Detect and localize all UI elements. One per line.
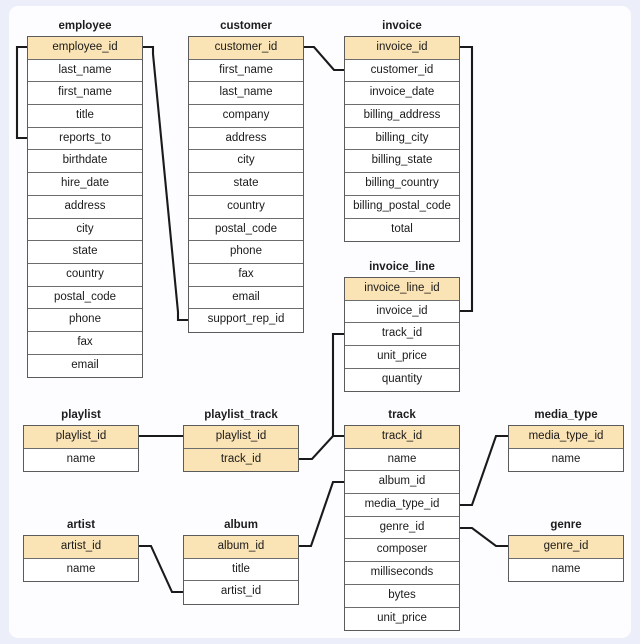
entity-title-genre: genre: [550, 519, 582, 531]
field-customer-postal_code[interactable]: postal_code: [189, 218, 303, 242]
field-employee-reports_to[interactable]: reports_to: [28, 127, 142, 151]
field-invoice-total[interactable]: total: [345, 218, 459, 242]
primary-key-field-media_type-media_type_id[interactable]: media_type_id: [509, 426, 623, 449]
field-employee-country[interactable]: country: [28, 263, 142, 287]
field-employee-last_name[interactable]: last_name: [28, 59, 142, 83]
entity-title-album: album: [224, 519, 258, 531]
field-customer-first_name[interactable]: first_name: [189, 59, 303, 83]
field-customer-company[interactable]: company: [189, 105, 303, 128]
field-customer-phone[interactable]: phone: [189, 241, 303, 264]
field-track-unit_price[interactable]: unit_price: [345, 607, 459, 631]
field-employee-title[interactable]: title: [28, 105, 142, 128]
primary-key-field-album-album_id[interactable]: album_id: [184, 536, 298, 559]
field-invoice_line-invoice_id[interactable]: invoice_id: [345, 300, 459, 324]
field-employee-fax[interactable]: fax: [28, 331, 142, 355]
entity-title-playlist: playlist: [61, 409, 101, 421]
entity-title-artist: artist: [66, 519, 96, 531]
field-track-media_type_id[interactable]: media_type_id: [345, 494, 459, 517]
field-track-milliseconds[interactable]: milliseconds: [345, 562, 459, 585]
field-employee-address[interactable]: address: [28, 195, 142, 219]
field-invoice-billing_state[interactable]: billing_state: [345, 150, 459, 174]
field-invoice_line-quantity[interactable]: quantity: [345, 368, 459, 392]
primary-key-field-invoice-invoice_id[interactable]: invoice_id: [345, 37, 459, 60]
field-employee-state[interactable]: state: [28, 241, 142, 264]
field-customer-email[interactable]: email: [189, 286, 303, 310]
field-employee-hire_date[interactable]: hire_date: [28, 173, 142, 196]
field-employee-email[interactable]: email: [28, 354, 142, 378]
field-employee-phone[interactable]: phone: [28, 309, 142, 332]
entity-title-invoice: invoice: [382, 20, 422, 32]
field-invoice-customer_id[interactable]: customer_id: [345, 59, 459, 83]
primary-key-field-playlist_track-playlist_id[interactable]: playlist_id: [184, 426, 298, 449]
field-customer-last_name[interactable]: last_name: [189, 82, 303, 106]
field-album-title[interactable]: title: [184, 558, 298, 582]
field-track-album_id[interactable]: album_id: [345, 471, 459, 495]
field-track-name[interactable]: name: [345, 448, 459, 472]
entity-title-playlist_track: playlist_track: [204, 409, 278, 421]
entity-title-customer: customer: [220, 20, 272, 32]
field-track-bytes[interactable]: bytes: [345, 584, 459, 608]
primary-key-field-genre-genre_id[interactable]: genre_id: [509, 536, 623, 559]
field-employee-postal_code[interactable]: postal_code: [28, 286, 142, 310]
primary-key-field-customer-customer_id[interactable]: customer_id: [189, 37, 303, 60]
field-invoice_line-unit_price[interactable]: unit_price: [345, 346, 459, 369]
field-invoice_line-track_id[interactable]: track_id: [345, 323, 459, 347]
primary-key-field-playlist_track-track_id[interactable]: track_id: [184, 448, 298, 472]
field-employee-city[interactable]: city: [28, 218, 142, 242]
field-invoice-billing_country[interactable]: billing_country: [345, 173, 459, 196]
primary-key-field-employee-employee_id[interactable]: employee_id: [28, 37, 142, 60]
entity-title-media_type: media_type: [534, 409, 598, 421]
field-employee-birthdate[interactable]: birthdate: [28, 150, 142, 174]
entity-title-invoice_line: invoice_line: [369, 261, 435, 273]
primary-key-field-artist-artist_id[interactable]: artist_id: [24, 536, 138, 559]
field-customer-city[interactable]: city: [189, 150, 303, 174]
field-track-genre_id[interactable]: genre_id: [345, 516, 459, 540]
field-customer-address[interactable]: address: [189, 127, 303, 151]
field-artist-name[interactable]: name: [24, 558, 138, 582]
field-customer-state[interactable]: state: [189, 173, 303, 196]
field-invoice-billing_postal_code[interactable]: billing_postal_code: [345, 195, 459, 219]
field-album-artist_id[interactable]: artist_id: [184, 581, 298, 605]
field-playlist-name[interactable]: name: [24, 448, 138, 472]
field-invoice-billing_address[interactable]: billing_address: [345, 105, 459, 128]
primary-key-field-track-track_id[interactable]: track_id: [345, 426, 459, 449]
field-customer-support_rep_id[interactable]: support_rep_id: [189, 309, 303, 332]
field-customer-country[interactable]: country: [189, 195, 303, 219]
entity-title-track: track: [388, 409, 416, 421]
field-employee-first_name[interactable]: first_name: [28, 82, 142, 106]
field-customer-fax[interactable]: fax: [189, 263, 303, 287]
field-invoice-billing_city[interactable]: billing_city: [345, 127, 459, 151]
primary-key-field-invoice_line-invoice_line_id[interactable]: invoice_line_id: [345, 278, 459, 301]
entity-title-employee: employee: [58, 20, 112, 32]
field-invoice-invoice_date[interactable]: invoice_date: [345, 82, 459, 106]
primary-key-field-playlist-playlist_id[interactable]: playlist_id: [24, 426, 138, 449]
field-track-composer[interactable]: composer: [345, 539, 459, 563]
field-genre-name[interactable]: name: [509, 558, 623, 582]
field-media_type-name[interactable]: name: [509, 448, 623, 472]
